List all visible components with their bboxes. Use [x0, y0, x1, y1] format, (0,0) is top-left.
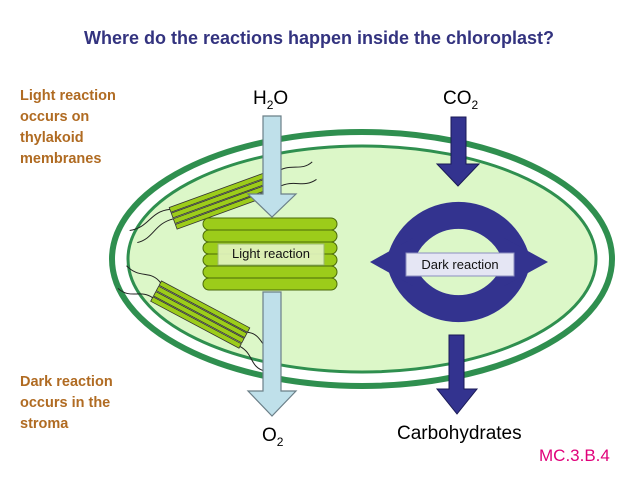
- light-note-line: occurs on: [20, 109, 90, 125]
- light-note-line: thylakoid: [20, 130, 84, 146]
- water-tail: O: [273, 88, 289, 109]
- light-note-line: Light reaction: [20, 88, 116, 104]
- oxygen-base: O: [262, 425, 277, 446]
- page-title: Where do the reactions happen inside the…: [83, 28, 555, 48]
- slide-code: MC.3.B.4: [539, 446, 610, 465]
- light-reaction-box: [217, 243, 325, 266]
- light-note-line: membranes: [20, 151, 102, 167]
- dark-note-line: occurs in the: [20, 395, 111, 411]
- co2-base: CO: [443, 88, 472, 109]
- water-label: H2O: [253, 88, 288, 112]
- dark-note-line: Dark reaction: [20, 374, 113, 390]
- co2-label: CO2: [443, 88, 478, 112]
- co2-subscript: 2: [471, 97, 479, 112]
- dark-reaction-label: Dark reaction: [421, 257, 499, 272]
- dark-reaction-box: [405, 252, 515, 277]
- dark-reaction-note: Dark reaction occurs in the stroma: [20, 372, 113, 435]
- oxygen-arrow: [246, 291, 298, 417]
- light-reaction-label: Light reaction: [231, 246, 311, 261]
- water-arrow: [246, 115, 298, 218]
- water-base: H: [253, 88, 267, 109]
- carbohydrate-arrow: [435, 334, 479, 415]
- carbohydrates-label: Carbohydrates: [397, 423, 522, 444]
- cycle-ring: [370, 201, 548, 323]
- oxygen-subscript: 2: [276, 434, 284, 449]
- granum-lower: [117, 265, 277, 372]
- co2-arrow: [435, 116, 481, 187]
- dark-note-line: stroma: [20, 416, 69, 432]
- oxygen-label: O2: [262, 425, 283, 449]
- water-subscript: 2: [266, 97, 274, 112]
- light-reaction-note: Light reaction occurs on thylakoid membr…: [20, 86, 116, 170]
